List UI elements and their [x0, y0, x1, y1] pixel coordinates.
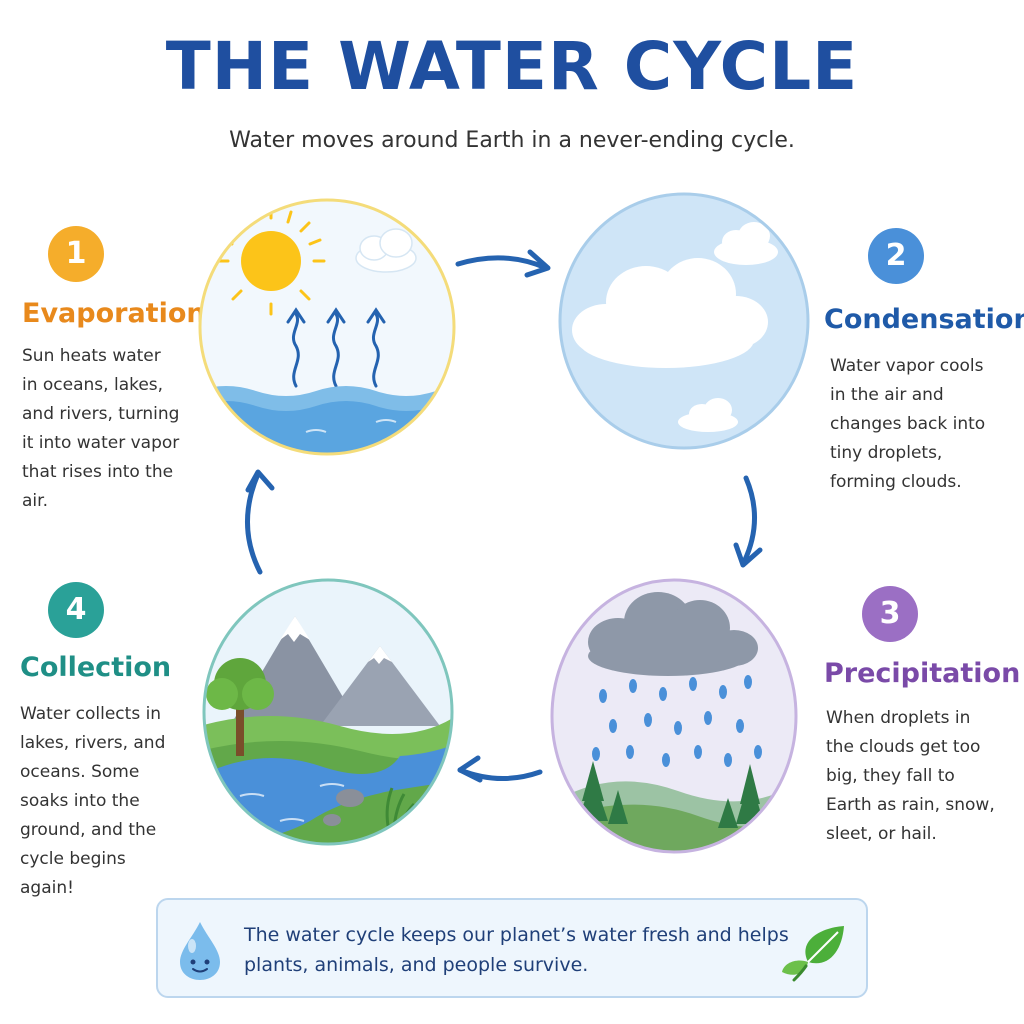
arrow-evaporation-to-condensation — [455, 249, 551, 278]
step-3-title: Precipitation — [824, 658, 1021, 689]
footer-box: The water cycle keeps our planet’s water… — [156, 898, 868, 998]
page-title: THE WATER CYCLE — [165, 28, 859, 105]
water-drop-icon — [180, 922, 220, 980]
raindrops-icon — [592, 675, 762, 767]
collection-scene — [202, 578, 454, 846]
arrow-precipitation-to-collection — [457, 755, 543, 783]
step-1-description: Sun heats water in oceans, lakes, and ri… — [22, 346, 180, 511]
cloud-icon — [355, 228, 417, 273]
precipitation-scene — [550, 578, 798, 854]
arrow-collection-to-evaporation — [245, 469, 275, 575]
river-icon — [204, 744, 452, 841]
footer-text: The water cycle keeps our planet’s water… — [244, 924, 789, 976]
big-cloud-icon — [572, 258, 768, 368]
step-1-badge: 1 — [48, 226, 104, 282]
low-cloud-icon — [678, 398, 738, 432]
leaf-icon — [782, 926, 844, 982]
step-3-description: When droplets in the clouds get too big,… — [826, 708, 995, 844]
rain-cloud-icon — [588, 592, 758, 676]
step-2-title: Condensation — [824, 304, 1024, 335]
evaporation-scene — [198, 198, 456, 456]
page-subtitle: Water moves around Earth in a never-endi… — [229, 128, 795, 153]
step-3-badge: 3 — [862, 586, 918, 642]
step-4-badge: 4 — [48, 582, 104, 638]
step-2-badge: 2 — [868, 228, 924, 284]
rocks-icon — [323, 789, 364, 826]
vapor-arrows-icon — [286, 307, 386, 388]
step-2-description: Water vapor cools in the air and changes… — [830, 356, 986, 492]
step-1-title: Evaporation — [22, 298, 206, 329]
condensation-scene — [558, 192, 810, 450]
small-cloud-icon — [714, 222, 778, 265]
tree-icon — [206, 658, 274, 756]
step-4-description: Water collects in lakes, rivers, and oce… — [20, 704, 166, 898]
arrow-condensation-to-precipitation — [733, 475, 763, 568]
step-4-title: Collection — [20, 652, 172, 683]
